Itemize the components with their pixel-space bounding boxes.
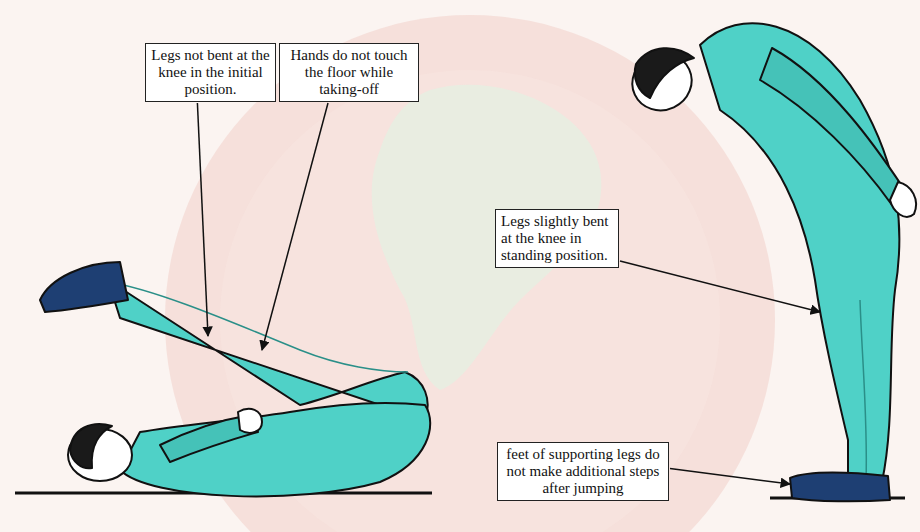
lying-figure-part	[70, 424, 112, 468]
leader-line	[670, 469, 790, 484]
callout-text: feet of supporting legs do not make addi…	[503, 446, 663, 497]
leader-line	[262, 103, 328, 350]
standing-figure-part	[860, 300, 866, 482]
callout-box: Legs slightly bent at the knee in standi…	[495, 209, 619, 268]
callout-text: Legs not bent at the knee in the initial…	[151, 47, 270, 98]
leader-line	[197, 103, 208, 336]
lying-figure	[40, 262, 430, 496]
lying-figure-part	[40, 262, 128, 312]
standing-figure-part	[890, 182, 916, 217]
lying-figure-part	[238, 409, 262, 433]
lying-figure-part	[108, 280, 428, 420]
standing-figure-part	[623, 44, 701, 120]
floor-line	[15, 493, 905, 498]
lying-figure-part	[108, 282, 408, 372]
lying-figure-part	[120, 403, 430, 496]
callout-box: Hands do not touch the floor while takin…	[279, 43, 419, 102]
callout-text: Legs slightly bent at the knee in standi…	[501, 213, 613, 264]
callout-box: feet of supporting legs do not make addi…	[497, 442, 669, 501]
standing-figure-part	[635, 48, 694, 98]
standing-figure	[623, 23, 916, 501]
callout-text: Hands do not touch the floor while takin…	[285, 47, 413, 98]
standing-figure-part	[760, 48, 902, 205]
callout-box: Legs not bent at the knee in the initial…	[145, 43, 276, 102]
leader-line	[620, 261, 820, 312]
standing-figure-part	[790, 473, 890, 502]
